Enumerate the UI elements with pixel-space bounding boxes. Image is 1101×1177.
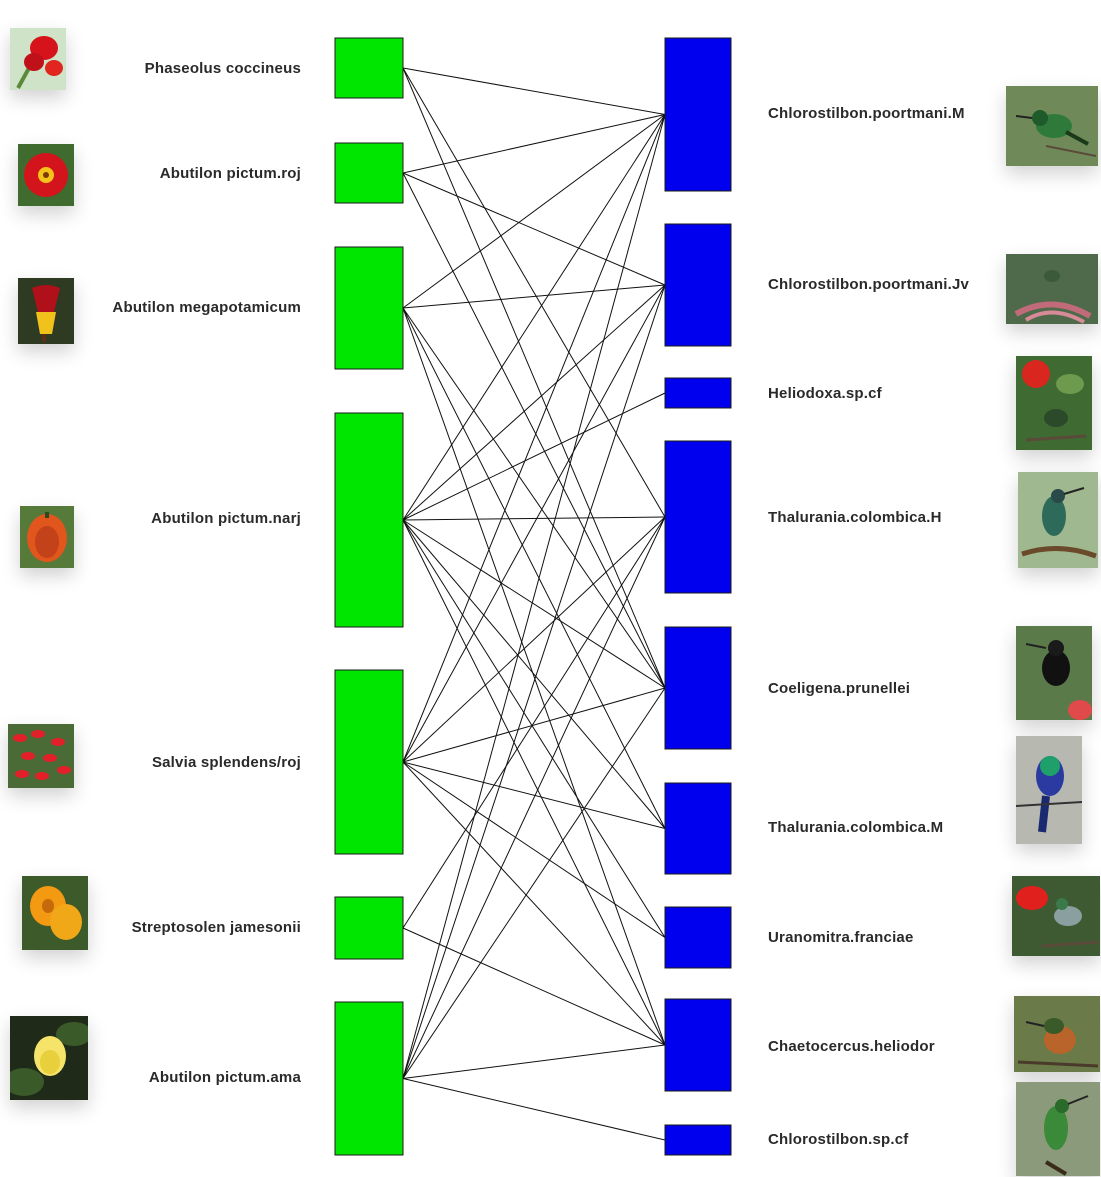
- yellow-flower-photo: [10, 1016, 88, 1100]
- bird-node-b3: [664, 377, 732, 409]
- link-p5-b1: [402, 114, 666, 763]
- plant-node-p7: [334, 1001, 404, 1156]
- bird-node-b4: [664, 440, 732, 594]
- plant-node-p3: [334, 246, 404, 370]
- link-p4-b6: [402, 519, 666, 829]
- link-p4-b2: [402, 284, 666, 521]
- link-p3-b6: [402, 307, 666, 829]
- link-p7-b4: [402, 516, 666, 1079]
- bird-node-b1: [664, 37, 732, 192]
- hummingbird-photo: [1006, 254, 1098, 324]
- bird-label: Chlorostilbon.sp.cf: [768, 1131, 909, 1148]
- link-p6-b8: [402, 927, 666, 1046]
- nodes-layer: [334, 37, 732, 1156]
- plant-node-p4: [334, 412, 404, 628]
- plant-label: Salvia splendens/roj: [151, 754, 301, 771]
- bird-label: Thalurania.colombica.M: [768, 819, 944, 836]
- link-p4-b4: [402, 516, 666, 521]
- bird-node-b9: [664, 1124, 732, 1156]
- link-p5-b4: [402, 516, 666, 763]
- bird-label: Chaetocercus.heliodor: [768, 1038, 935, 1055]
- hummingbird-photo: [1016, 356, 1092, 450]
- link-p7-b8: [402, 1044, 666, 1079]
- bird-node-b5: [664, 626, 732, 750]
- plant-label: Streptosolen jamesonii: [131, 919, 301, 936]
- plant-label: Abutilon pictum.roj: [159, 165, 301, 182]
- bird-label: Thalurania.colombica.H: [768, 509, 942, 526]
- link-p1-b4: [402, 67, 666, 518]
- red-flower-photo: [18, 144, 74, 206]
- plant-label: Abutilon pictum.ama: [148, 1069, 301, 1086]
- red-yellow-bell-flower-photo: [18, 278, 74, 344]
- red-salvia-photo: [8, 724, 74, 788]
- bird-label: Chlorostilbon.poortmani.M: [768, 105, 965, 122]
- bird-label: Coeligena.prunellei: [768, 680, 911, 697]
- plant-label: Abutilon pictum.narj: [151, 510, 301, 527]
- bird-label: Chlorostilbon.poortmani.Jv: [768, 276, 970, 293]
- orange-flower-photo: [22, 876, 88, 950]
- link-p6-b4: [402, 516, 666, 929]
- link-p3-b2: [402, 284, 666, 309]
- plant-label: Abutilon megapotamicum: [112, 299, 301, 316]
- bird-node-b2: [664, 223, 732, 347]
- plant-label: Phaseolus coccineus: [144, 60, 301, 77]
- link-p4-b5: [402, 519, 666, 689]
- plant-node-p5: [334, 669, 404, 855]
- hummingbird-photo: [1012, 876, 1100, 956]
- link-p5-b7: [402, 761, 666, 938]
- link-p7-b9: [402, 1078, 666, 1141]
- link-p2-b2: [402, 172, 666, 286]
- link-p3-b8: [402, 307, 666, 1046]
- plant-node-p1: [334, 37, 404, 99]
- link-p4-b7: [402, 519, 666, 938]
- bird-node-b7: [664, 906, 732, 969]
- link-p4-b8: [402, 519, 666, 1046]
- link-p5-b8: [402, 761, 666, 1046]
- bird-label: Uranomitra.franciae: [768, 929, 914, 946]
- link-p4-b3: [402, 392, 666, 521]
- link-p5-b2: [402, 284, 666, 763]
- link-p4-b1: [402, 114, 666, 521]
- link-p1-b1: [402, 67, 666, 115]
- red-flower-photo: [10, 28, 66, 90]
- green-hummingbird-photo: [1006, 86, 1098, 166]
- plant-node-p2: [334, 142, 404, 204]
- orange-flower-photo: [20, 506, 74, 568]
- bird-node-b8: [664, 998, 732, 1092]
- link-p3-b5: [402, 307, 666, 689]
- green-hummingbird-photo: [1016, 1082, 1100, 1176]
- hummingbird-photo: [1018, 472, 1098, 568]
- link-p7-b2: [402, 284, 666, 1079]
- rufous-hummingbird-photo: [1014, 996, 1100, 1072]
- bird-label: Heliodoxa.sp.cf: [768, 385, 882, 402]
- link-p5-b6: [402, 761, 666, 829]
- link-p7-b1: [402, 114, 666, 1079]
- link-p5-b5: [402, 687, 666, 763]
- bird-node-b6: [664, 782, 732, 875]
- black-hummingbird-photo: [1016, 626, 1092, 720]
- link-p7-b5: [402, 687, 666, 1079]
- link-p2-b1: [402, 114, 666, 174]
- plant-node-p6: [334, 896, 404, 960]
- links-layer: [402, 67, 666, 1141]
- blue-hummingbird-photo: [1016, 736, 1082, 844]
- link-p2-b5: [402, 172, 666, 689]
- link-p3-b1: [402, 114, 666, 309]
